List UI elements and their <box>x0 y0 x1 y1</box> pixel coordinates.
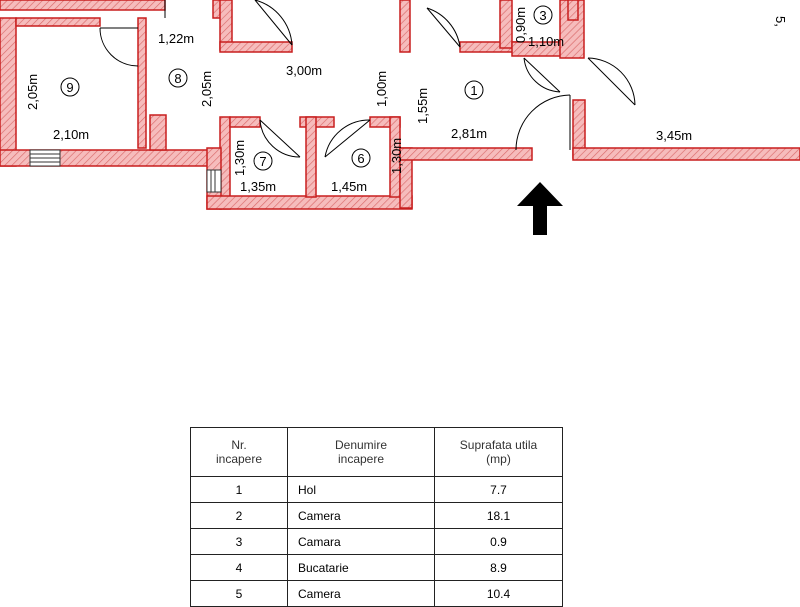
cell-number: 4 <box>190 554 288 581</box>
cell-name: Camara <box>287 528 435 555</box>
wall <box>149 114 167 151</box>
room-number-6: 6 <box>357 151 364 166</box>
room-marker-7 <box>253 151 273 171</box>
dimension-label: 1,30m <box>389 138 404 174</box>
dimension-label: 1,35m <box>240 179 276 194</box>
dimension-label: 3,00m <box>286 63 322 78</box>
dimension-label: 1,10m <box>528 34 564 49</box>
wall <box>0 0 166 11</box>
dimension-label: 3,45m <box>656 128 692 143</box>
door-swings <box>99 0 636 158</box>
dimension-label: 1,00m <box>374 71 389 107</box>
walls <box>0 0 800 210</box>
room-numbers: 9 8 7 6 1 3 <box>66 8 546 169</box>
table-row: 2 Camera 18.1 <box>190 502 563 529</box>
room-areas-table: Nr. incapere Denumire incapere Suprafata… <box>190 427 563 607</box>
cell-name: Bucatarie <box>287 554 435 581</box>
room-number-1: 1 <box>470 83 477 98</box>
wall <box>137 17 147 149</box>
dimension-label: 1,30m <box>232 140 247 176</box>
table-row: 3 Camara 0.9 <box>190 528 563 555</box>
dimension-label: 1,55m <box>415 88 430 124</box>
table-header-row: Nr. incapere Denumire incapere Suprafata… <box>190 427 563 477</box>
cell-number: 2 <box>190 502 288 529</box>
room-number-9: 9 <box>66 80 73 95</box>
floor-plan: 9 8 7 6 1 3 1,22m 2,05m 2,10m 2,05m 3,00… <box>0 0 800 235</box>
wall <box>219 41 293 53</box>
cell-area: 7.7 <box>434 476 563 503</box>
room-marker-6 <box>351 148 371 168</box>
room-marker-1 <box>464 80 484 100</box>
wall <box>15 17 101 27</box>
dimension-label: 1,22m <box>158 31 194 46</box>
column-header-area: Suprafata utila (mp) <box>434 427 563 477</box>
wall <box>229 116 261 128</box>
cell-number: 3 <box>190 528 288 555</box>
table-row: 1 Hol 7.7 <box>190 476 563 503</box>
cell-area: 10.4 <box>434 580 563 607</box>
wall <box>567 0 579 21</box>
cell-area: 0.9 <box>434 528 563 555</box>
window-symbols <box>29 149 222 193</box>
wall <box>499 0 513 49</box>
dimension-label: 0,90m <box>513 7 528 43</box>
cell-area: 8.9 <box>434 554 563 581</box>
wall <box>572 147 800 161</box>
wall <box>299 116 335 128</box>
dimension-label: 2,05m <box>25 74 40 110</box>
room-number-3: 3 <box>539 8 546 23</box>
arrow-up-icon <box>517 182 563 235</box>
dimension-label: 2,10m <box>53 127 89 142</box>
dimension-label: 2,81m <box>451 126 487 141</box>
cell-number: 5 <box>190 580 288 607</box>
column-header-number: Nr. incapere <box>190 427 288 477</box>
cell-number: 1 <box>190 476 288 503</box>
wall <box>399 0 411 53</box>
room-marker-9 <box>60 77 80 97</box>
cell-name: Camera <box>287 502 435 529</box>
cell-name: Camera <box>287 580 435 607</box>
room-marker-3 <box>533 5 553 25</box>
wall <box>0 17 17 167</box>
room-number-8: 8 <box>174 71 181 86</box>
wall <box>305 116 317 198</box>
table-row: 5 Camera 10.4 <box>190 580 563 607</box>
room-markers <box>60 5 553 171</box>
dimension-label: 5, <box>773 16 788 27</box>
room-marker-8 <box>168 68 188 88</box>
room-number-7: 7 <box>259 154 266 169</box>
cell-area: 18.1 <box>434 502 563 529</box>
dimension-labels: 1,22m 2,05m 2,10m 2,05m 3,00m 1,00m 1,55… <box>25 7 788 194</box>
cell-name: Hol <box>287 476 435 503</box>
table-row: 4 Bucatarie 8.9 <box>190 554 563 581</box>
dimension-label: 1,45m <box>331 179 367 194</box>
column-header-name: Denumire incapere <box>287 427 435 477</box>
wall <box>399 147 533 161</box>
dimension-label: 2,05m <box>199 71 214 107</box>
wall <box>206 195 413 210</box>
